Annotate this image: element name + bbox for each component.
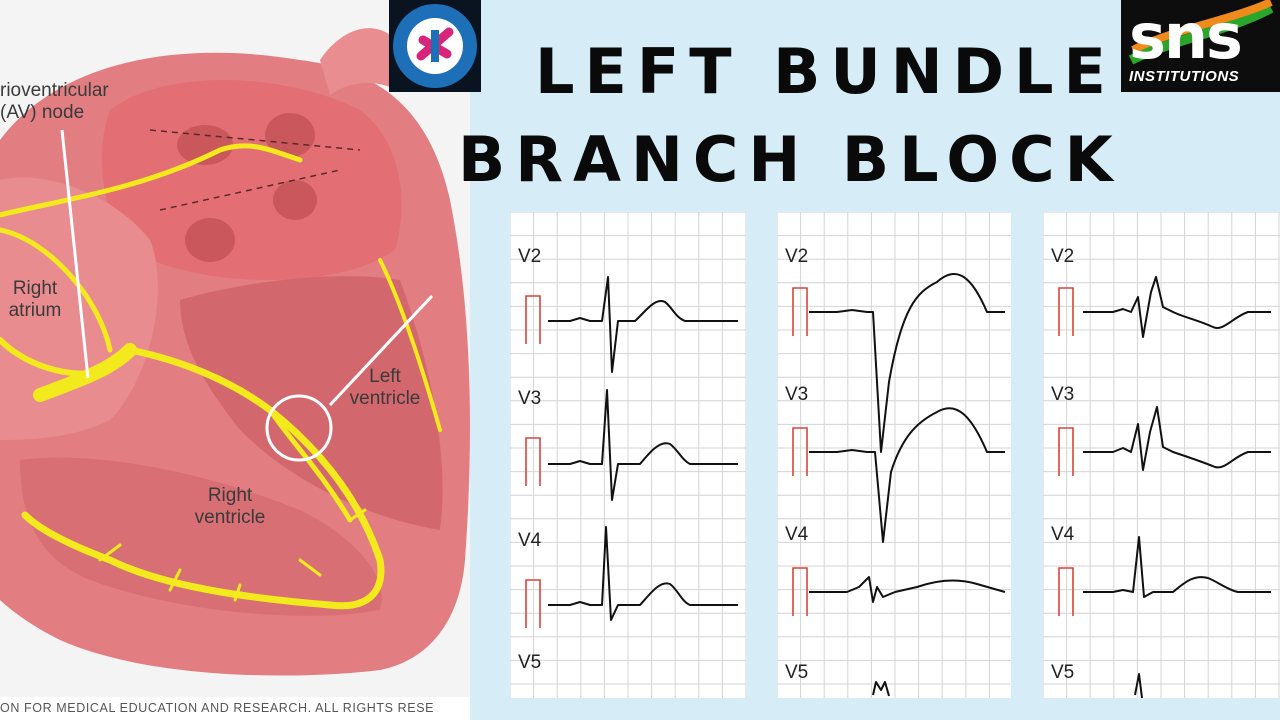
bundle-highlight-circle xyxy=(265,394,333,462)
conduction-pathway xyxy=(0,143,442,610)
ecg-lead-label: V2 xyxy=(1051,246,1075,267)
sns-swoosh-icon xyxy=(1128,0,1274,65)
ecg-trace xyxy=(1083,276,1271,338)
ecg-lead-label: V2 xyxy=(518,246,542,267)
college-seal-icon xyxy=(393,4,477,88)
calibration-pulse xyxy=(525,579,541,628)
ecg-lead-label: V2 xyxy=(785,246,809,267)
ecg-grid xyxy=(777,212,1011,698)
left-ventricle-pointer xyxy=(328,294,434,407)
sns-institutions-logo: sns INSTITUTIONS xyxy=(1121,0,1280,92)
ecg-panel-lbbb: V2 V3 V4 V5 xyxy=(777,212,1011,698)
calibration-pulse xyxy=(1058,427,1074,476)
calibration-pulse xyxy=(525,295,541,344)
ecg-panel-rbbb: V2 V3 V4 V5 xyxy=(1043,212,1280,698)
calibration-pulse xyxy=(525,437,541,486)
right-atrium-label: Right atrium xyxy=(8,278,62,321)
ecg-trace xyxy=(548,389,738,501)
ecg-lead-label: V3 xyxy=(785,384,809,405)
ecg-trace xyxy=(872,681,890,697)
ecg-trace xyxy=(1134,673,1143,698)
calibration-pulse xyxy=(792,427,808,476)
ecg-strip-normal xyxy=(510,212,746,698)
copyright-text: ON FOR MEDICAL EDUCATION AND RESEARCH. A… xyxy=(0,697,470,720)
ecg-trace xyxy=(809,407,1005,543)
ecg-trace xyxy=(548,526,738,621)
ecg-lead-label: V4 xyxy=(518,530,542,551)
ecg-lead-label: V5 xyxy=(1051,662,1075,683)
heart-diagram: rioventricular (AV) node Right atrium Le… xyxy=(0,0,470,720)
ecg-grid xyxy=(510,212,746,698)
ecg-lead-label: V5 xyxy=(785,662,809,683)
ecg-trace xyxy=(1083,536,1271,598)
sns-logo-text: sns xyxy=(1129,0,1243,73)
calibration-pulse xyxy=(1058,567,1074,616)
calibration-pulse xyxy=(792,567,808,616)
title-line-1: LEFT BUNDLE xyxy=(535,35,1116,108)
sns-logo-subtext: INSTITUTIONS xyxy=(1129,68,1240,85)
ecg-lead-label: V4 xyxy=(785,524,809,545)
ecg-strip-rbbb xyxy=(1043,212,1280,698)
ecg-lead-label: V3 xyxy=(518,388,542,409)
ecg-panel-normal: V2 V3 V4 V5 xyxy=(510,212,746,698)
right-ventricle-label: Right ventricle xyxy=(194,485,266,528)
title-line-2: BRANCH BLOCK xyxy=(458,123,1123,196)
ecg-grid xyxy=(1043,212,1280,698)
calibration-pulse xyxy=(792,287,808,336)
calibration-pulse xyxy=(1058,287,1074,336)
ecg-trace xyxy=(809,576,1006,603)
ecg-trace xyxy=(809,272,1005,453)
ecg-lead-label: V4 xyxy=(1051,524,1075,545)
college-logo xyxy=(389,0,481,92)
left-ventricle-label: Left ventricle xyxy=(349,366,421,409)
ecg-lead-label: V5 xyxy=(518,652,542,673)
ecg-trace xyxy=(548,276,738,373)
av-node-pointer xyxy=(60,129,90,379)
heart-illustration xyxy=(0,0,470,720)
av-node-label: rioventricular (AV) node xyxy=(0,80,109,123)
ecg-strip-lbbb xyxy=(777,212,1011,698)
ecg-lead-label: V3 xyxy=(1051,384,1075,405)
ecg-trace xyxy=(1083,406,1271,471)
